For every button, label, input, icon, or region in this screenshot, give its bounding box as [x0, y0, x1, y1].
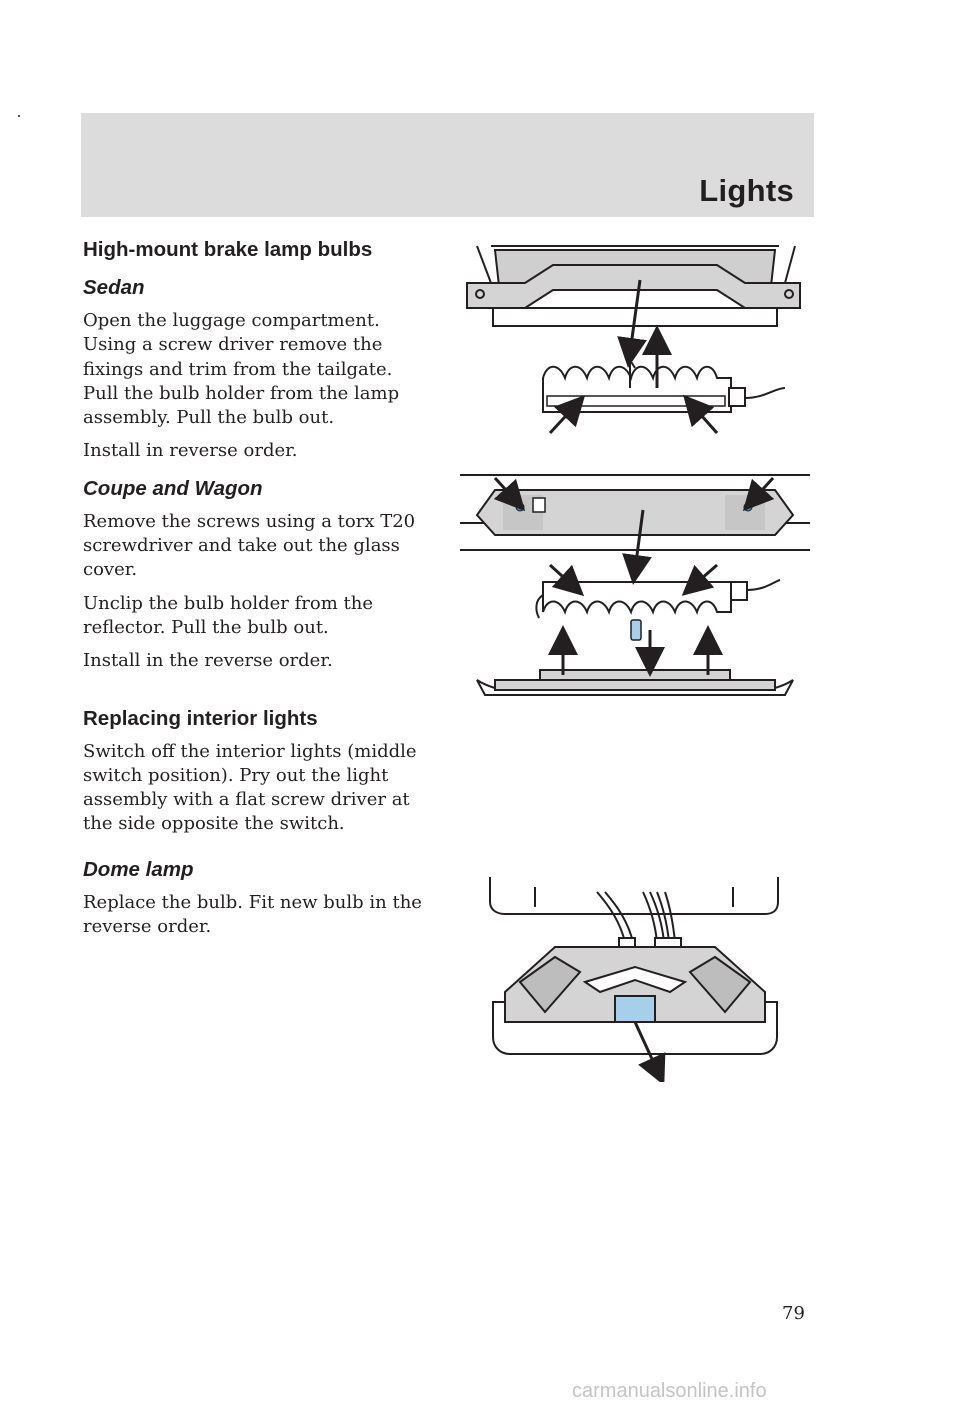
coupe-remove-screws: Remove the screws using a torx T20 screw… — [83, 510, 416, 581]
interior-instructions: Switch off the interior lights (middle s… — [83, 740, 417, 835]
sedan-instructions: Open the luggage compartment. Using a sc… — [83, 310, 400, 429]
heading-coupe-wagon: Coupe and Wagon — [83, 476, 263, 500]
watermark: carmanualsonline.info — [572, 1380, 767, 1402]
heading-interior-lights: Replacing interior lights — [83, 706, 318, 730]
heading-dome-lamp: Dome lamp — [83, 857, 194, 881]
dome-instructions: Replace the bulb. Fit new bulb in the re… — [83, 891, 422, 938]
page-mark — [18, 115, 20, 117]
sedan-install-note: Install in reverse order. — [83, 440, 298, 462]
dome-lamp-illustration — [489, 877, 779, 1082]
coupe-wagon-lamp-illustration — [460, 474, 810, 696]
text-column: High-mount brake lamp bulbs Sedan Open t… — [83, 238, 433, 939]
heading-sedan: Sedan — [83, 276, 145, 299]
page-number: 79 — [782, 1303, 805, 1324]
sedan-brake-lamp-illustration — [466, 245, 801, 435]
coupe-unclip-bulb: Unclip the bulb holder from the reflecto… — [83, 592, 373, 638]
section-title: Lights — [699, 173, 794, 208]
heading-brake-lamp: High-mount brake lamp bulbs — [83, 238, 373, 261]
coupe-install-note: Install in the reverse order. — [83, 650, 333, 672]
section-header-band: Lights — [81, 113, 814, 217]
